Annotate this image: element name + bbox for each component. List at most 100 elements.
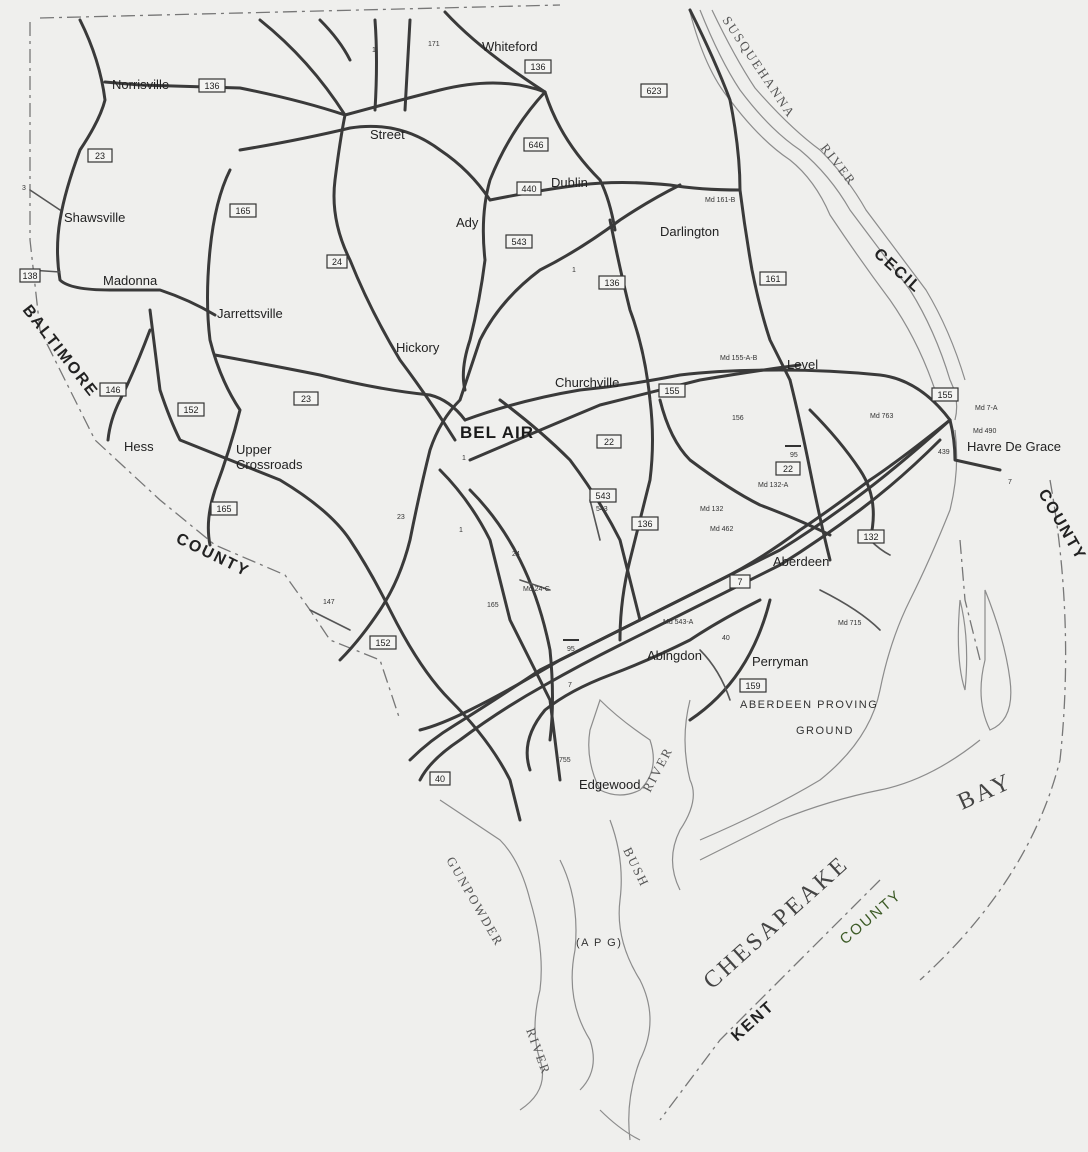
label-md-715: Md 715 (838, 620, 861, 627)
svg-text:165: 165 (235, 206, 250, 216)
svg-text:24: 24 (332, 257, 342, 267)
town-crossroads: Crossroads (236, 457, 303, 472)
svg-text:40: 40 (435, 774, 445, 784)
bay-label: BAY (954, 768, 1017, 815)
route-shield: 24 (326, 254, 348, 269)
svg-text:543: 543 (511, 237, 526, 247)
svg-text:22: 22 (604, 437, 614, 447)
label-r7-small: 7 (568, 682, 572, 689)
route-shield: 152 (369, 635, 397, 650)
route-shield: 440 (516, 181, 542, 196)
town-hickory: Hickory (396, 340, 440, 355)
svg-text:646: 646 (528, 140, 543, 150)
label-r3: 3 (22, 185, 26, 192)
town-shawsville: Shawsville (64, 210, 125, 225)
label-r439: 439 (938, 449, 950, 456)
route-shield: 146 (99, 382, 127, 397)
small-route-labels: Md 161-B Md 155-A-B Md 763 Md 7-A Md 490… (22, 41, 1012, 764)
county-label-sw: COUNTY (173, 530, 252, 580)
town-jarrettsville: Jarrettsville (217, 306, 283, 321)
route-shield: 165 (229, 203, 257, 218)
label-r24: 24 (512, 551, 520, 558)
town-street: Street (370, 127, 405, 142)
svg-text:136: 136 (604, 278, 619, 288)
svg-text:23: 23 (95, 151, 105, 161)
svg-text:22: 22 (783, 464, 793, 474)
town-abingdon: Abingdon (647, 648, 702, 663)
svg-text:155: 155 (937, 390, 952, 400)
town-hess: Hess (124, 439, 154, 454)
svg-text:155: 155 (664, 386, 679, 396)
river-label-ne: RIVER (818, 141, 860, 189)
town-ady: Ady (456, 215, 479, 230)
label-md-155-ab: Md 155-A-B (720, 355, 758, 362)
town-bel-air: BEL AIR (460, 423, 534, 442)
label-r171: 171 (428, 41, 440, 48)
label-r165-small: 165 (487, 602, 499, 609)
town-whiteford: Whiteford (482, 39, 538, 54)
town-level: Level (787, 357, 818, 372)
label-r23-small: 23 (397, 514, 405, 521)
svg-text:161: 161 (765, 274, 780, 284)
route-shield: 40 (429, 771, 451, 786)
route-shield: 152 (177, 402, 205, 417)
svg-text:543: 543 (595, 491, 610, 501)
route-shield: 136 (631, 516, 659, 531)
route-shield: 22 (775, 461, 801, 476)
chesapeake-label: CHESAPEAKE (699, 851, 855, 995)
svg-text:7: 7 (737, 577, 742, 587)
apg-label-line2: GROUND (796, 725, 854, 737)
route-shield: 646 (523, 137, 549, 152)
county-baltimore: BALTIMORE (19, 302, 101, 401)
svg-text:165: 165 (216, 504, 231, 514)
label-md-132a: Md 132-A (758, 482, 789, 489)
svg-text:623: 623 (646, 86, 661, 96)
county-kent: KENT (728, 998, 778, 1045)
town-dublin: Dublin (551, 175, 588, 190)
svg-text:136: 136 (530, 62, 545, 72)
label-md-161-b: Md 161-B (705, 197, 736, 204)
town-upper: Upper (236, 442, 272, 457)
label-r40: 40 (722, 635, 730, 642)
route-shield: 161 (759, 271, 787, 286)
town-churchville: Churchville (555, 375, 619, 390)
route-shield: 543 (505, 234, 533, 249)
svg-text:136: 136 (637, 519, 652, 529)
svg-text:152: 152 (375, 638, 390, 648)
route-shield: 132 (857, 529, 885, 544)
route-shield: 543 (589, 488, 617, 503)
label-r95-a: 95 (790, 452, 798, 459)
label-r156: 156 (732, 415, 744, 422)
apg-label-line1: ABERDEEN PROVING (740, 699, 878, 711)
label-r1-top: 1 (372, 47, 376, 54)
route-shield: 165 (210, 501, 238, 516)
bush-label: BUSH (620, 845, 652, 890)
town-darlington: Darlington (660, 224, 719, 239)
route-shield: 136 (524, 59, 552, 74)
route-shield: 23 (87, 148, 113, 163)
route-shield: 136 (598, 275, 626, 290)
label-r543: 543 (596, 506, 608, 513)
label-r147: 147 (323, 599, 335, 606)
route-shield: 623 (640, 83, 668, 98)
label-r1-b: 1 (462, 455, 466, 462)
water-labels: SUSQUEHANNA RIVER RIVER BUSH GUNPOWDER R… (443, 13, 1017, 1077)
svg-text:23: 23 (301, 394, 311, 404)
route-shield: 22 (596, 434, 622, 449)
svg-text:440: 440 (521, 184, 536, 194)
route-shields: 136 136 623 23 646 440 543 165 24 136 16… (19, 59, 959, 786)
gunpowder-label: GUNPOWDER (443, 854, 507, 949)
label-r7: 7 (1008, 479, 1012, 486)
town-edgewood: Edgewood (579, 777, 640, 792)
label-r1-a: 1 (572, 267, 576, 274)
svg-text:146: 146 (105, 385, 120, 395)
minor-roads (29, 189, 891, 701)
route-shield: 7 (729, 574, 751, 589)
town-perryman: Perryman (752, 654, 808, 669)
major-roads (56, 8, 1002, 822)
label-md-132: Md 132 (700, 506, 723, 513)
label-md-7a: Md 7-A (975, 405, 998, 412)
svg-text:138: 138 (22, 271, 37, 281)
label-r755: 755 (559, 757, 571, 764)
label-r1-c: 1 (459, 527, 463, 534)
